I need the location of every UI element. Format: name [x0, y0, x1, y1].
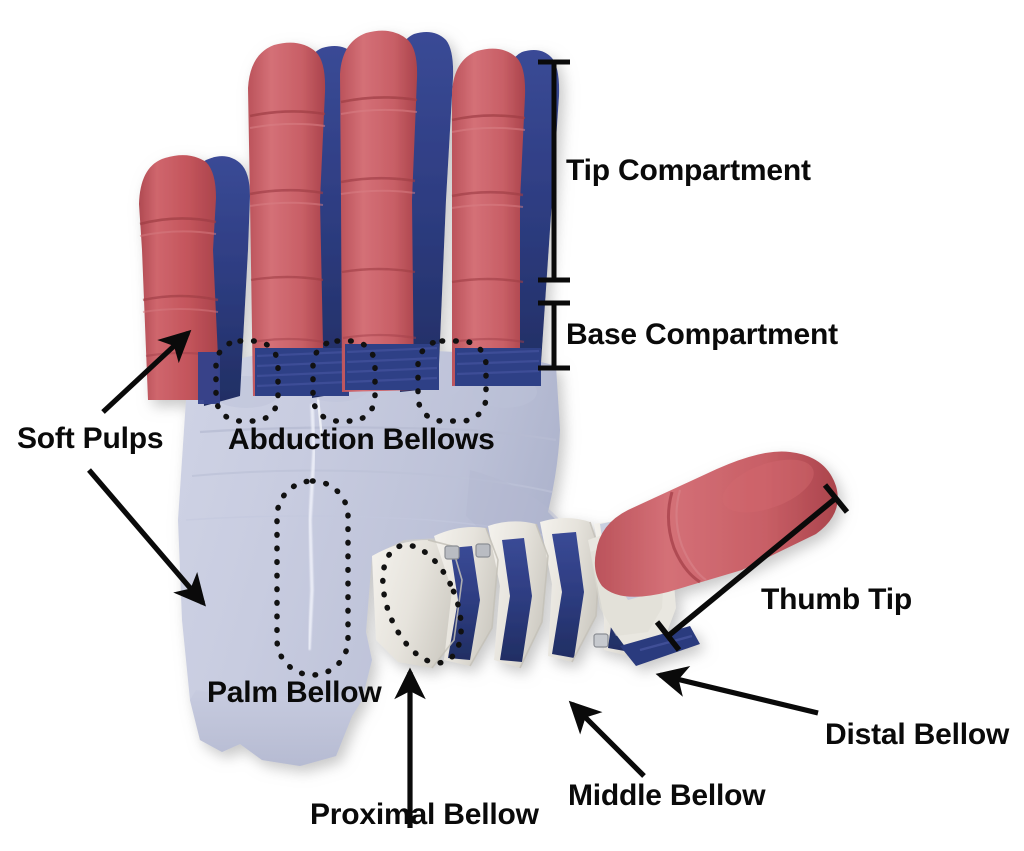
thumb-assembly — [372, 451, 838, 669]
proximal-bellow-region — [380, 542, 464, 666]
thumb-tip-bracket — [654, 483, 850, 652]
abduction-bellow-region-2 — [310, 338, 378, 424]
label-soft-pulps: Soft Pulps — [17, 422, 164, 455]
base-compartment-bracket — [538, 300, 570, 371]
abduction-bellow-region-3 — [415, 338, 489, 424]
finger-pinky — [139, 155, 250, 406]
abduction-bellow-region-1 — [213, 338, 281, 424]
abduction-bellows-regions — [213, 338, 489, 424]
label-tip-compartment: Tip Compartment — [566, 154, 811, 187]
label-middle-bellow: Middle Bellow — [568, 779, 766, 812]
label-base-compartment: Base Compartment — [566, 318, 838, 351]
label-abduction-bellows: Abduction Bellows — [228, 423, 495, 456]
callout-arrows — [87, 329, 819, 828]
tip-compartment-bracket — [538, 59, 570, 283]
palm-bellow-region — [274, 478, 351, 678]
soft-pulps-arrow-upper — [101, 329, 192, 414]
label-distal-bellow: Distal Bellow — [825, 718, 1010, 751]
label-palm-bellow: Palm Bellow — [207, 676, 382, 709]
label-proximal-bellow: Proximal Bellow — [310, 798, 539, 831]
annotation-overlay — [87, 59, 850, 828]
hand-photograph — [139, 30, 838, 766]
distal-bellow-arrow — [655, 666, 819, 716]
finger-middle — [340, 30, 454, 393]
middle-bellow-arrow — [568, 700, 646, 778]
fasteners — [444, 543, 609, 648]
soft-pulps-arrow-lower — [87, 468, 206, 607]
finger-index — [451, 48, 560, 387]
label-thumb-tip: Thumb Tip — [761, 583, 912, 616]
